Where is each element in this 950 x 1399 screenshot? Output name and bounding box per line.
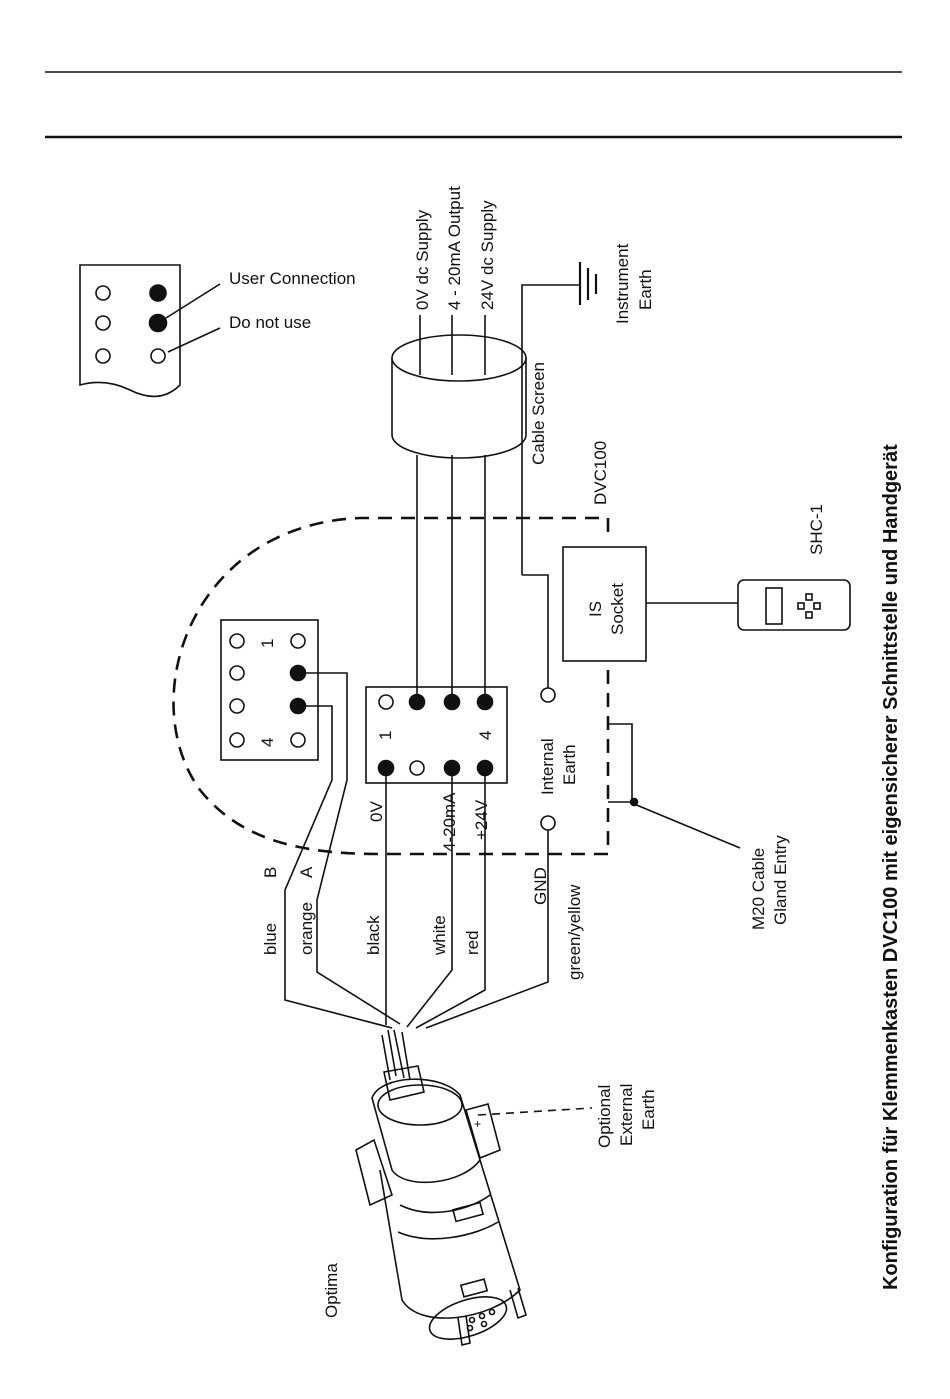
wire-white-label: white xyxy=(430,915,449,956)
shc1-handheld xyxy=(737,579,851,631)
user-connection-label: User Connection xyxy=(229,269,356,288)
internal-earth-label-line2: Earth xyxy=(560,744,579,785)
terminal-24v-label: +24V xyxy=(472,799,491,840)
m20-label-line2: Gland Entry xyxy=(771,835,790,925)
diagram-title: Konfiguration für Klemmenkasten DVC100 m… xyxy=(880,444,902,1290)
terminal-block xyxy=(365,686,508,784)
legend-pin-plate xyxy=(79,264,221,398)
connector-b-label: B xyxy=(261,867,280,878)
terminal-4-20ma-label: 4-20mA xyxy=(440,792,459,852)
optima-sensor: + xyxy=(355,1029,527,1346)
is-socket-label-line2: Socket xyxy=(608,583,627,635)
optional-earth-line3: Earth xyxy=(639,1089,658,1130)
connector-a-label: A xyxy=(297,866,316,878)
supply-24v-label: 24V dc Supply xyxy=(478,200,497,310)
optima-label: Optima xyxy=(322,1263,341,1318)
sensor-wires xyxy=(284,672,486,1029)
supply-0v-label: 0V dc Supply xyxy=(413,209,432,310)
wire-green-yellow-label: green/yellow xyxy=(565,884,584,980)
instrument-earth-line2: Earth xyxy=(636,269,655,310)
connector-pin-4-label: 4 xyxy=(258,738,277,747)
comms-connector xyxy=(220,619,319,761)
optional-earth-line2: External xyxy=(617,1084,636,1146)
do-not-use-label: Do not use xyxy=(229,313,311,332)
optional-earth-line1: Optional xyxy=(595,1085,614,1148)
cable-drum xyxy=(391,334,527,459)
m20-label-line1: M20 Cable xyxy=(749,848,768,930)
wire-orange-label: orange xyxy=(297,902,316,955)
terminal-1-label: 1 xyxy=(376,731,395,740)
wire-blue-label: blue xyxy=(261,923,280,955)
supply-4-20ma-label: 4 - 20mA Output xyxy=(445,186,464,310)
plus-mark-icon: + xyxy=(474,1117,481,1131)
wire-black-label: black xyxy=(364,915,383,955)
is-socket xyxy=(562,546,647,662)
instrument-earth-line1: Instrument xyxy=(613,243,632,324)
shc1-label: SHC-1 xyxy=(807,504,826,555)
connector-pin-1-label: 1 xyxy=(258,639,277,648)
dvc100-label: DVC100 xyxy=(591,441,610,505)
wire-red-label: red xyxy=(463,930,482,955)
cable-screen-label: Cable Screen xyxy=(529,362,548,465)
terminal-0v-label: 0V xyxy=(367,801,386,822)
is-socket-label-line1: IS xyxy=(586,601,605,617)
internal-earth-label-line1: Internal xyxy=(538,738,557,795)
dvc100-enclosure xyxy=(172,516,610,856)
gnd-label: GND xyxy=(531,867,550,905)
terminal-4-label: 4 xyxy=(476,731,495,740)
